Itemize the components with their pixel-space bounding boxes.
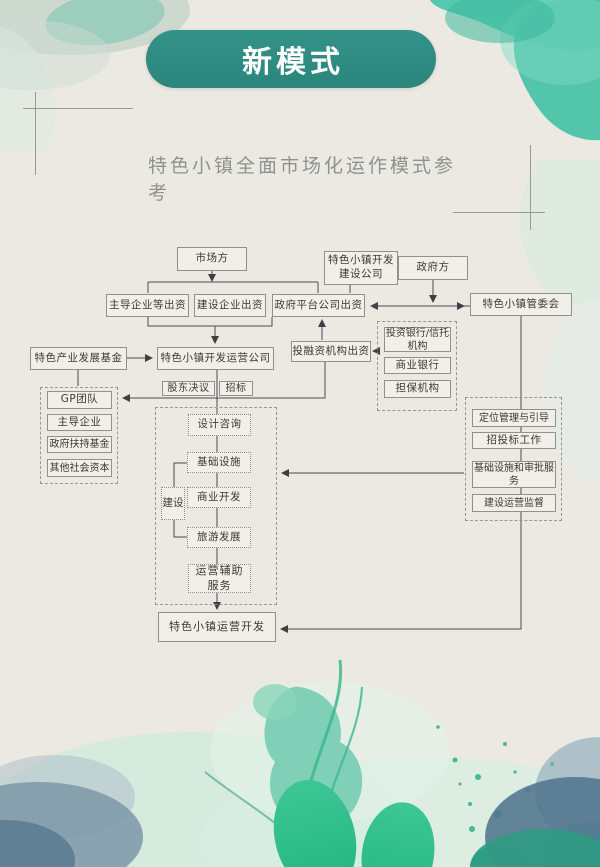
register-mark-topleft-h bbox=[23, 108, 133, 109]
flow-box-gov-platform-funding: 政府平台公司出资 bbox=[272, 294, 365, 317]
flow-box-construction-label: 建设 bbox=[161, 487, 185, 520]
flow-box-lead-enterprise-funding: 主导企业等出资 bbox=[106, 294, 189, 317]
flow-box-design-consulting: 设计咨询 bbox=[188, 414, 251, 436]
flow-box-commercial-bank: 商业银行 bbox=[384, 357, 451, 374]
flow-box-bidding: 招标 bbox=[219, 381, 253, 396]
flow-box-guarantee-institution: 担保机构 bbox=[384, 380, 451, 398]
page-subtitle: 特色小镇全面市场化运作模式参考 bbox=[148, 155, 457, 204]
flow-box-infrastructure: 基础设施 bbox=[187, 452, 251, 473]
flow-box-tender-work: 招投标工作 bbox=[472, 432, 556, 449]
flow-box-market: 市场方 bbox=[177, 247, 247, 271]
flow-box-town-committee: 特色小镇管委会 bbox=[470, 293, 572, 316]
group-fund-partners bbox=[40, 387, 118, 484]
flow-box-town-operation-dev: 特色小镇运营开发 bbox=[158, 612, 276, 642]
flow-box-tourism-dev: 旅游发展 bbox=[187, 527, 251, 548]
flow-box-government: 政府方 bbox=[398, 256, 468, 280]
flow-box-other-social-capital: 其他社会资本 bbox=[47, 459, 112, 477]
flow-box-commercial-dev: 商业开发 bbox=[187, 487, 251, 508]
flow-box-construction-operation-supervision: 建设运营监督 bbox=[472, 494, 556, 512]
flow-box-investment-bank-trust: 投资银行/信托机构 bbox=[384, 327, 451, 352]
flow-box-gov-support-fund: 政府扶持基金 bbox=[47, 436, 112, 453]
flow-box-lead-enterprise: 主导企业 bbox=[47, 414, 112, 431]
flow-box-positioning-mgmt: 定位管理与引导 bbox=[472, 409, 556, 427]
flow-box-construction-enterprise-funding: 建设企业出资 bbox=[194, 294, 266, 317]
flow-box-gp-team: GP团队 bbox=[47, 391, 112, 409]
flow-box-shareholder-resolution: 股东决议 bbox=[162, 381, 215, 396]
register-mark-right-h bbox=[453, 212, 545, 213]
flow-box-industry-fund: 特色产业发展基金 bbox=[30, 347, 127, 370]
title-banner: 新模式 bbox=[146, 30, 436, 88]
flow-box-dev-operation-co: 特色小镇开发运营公司 bbox=[157, 347, 274, 370]
page-title: 新模式 bbox=[242, 45, 344, 80]
flow-box-operation-support: 运营辅助服务 bbox=[188, 564, 251, 593]
group-financing-institutions bbox=[377, 321, 457, 411]
flow-box-infra-approval-services: 基础设施和审批服务 bbox=[472, 461, 556, 488]
flow-box-financing-institution-funding: 投融资机构出资 bbox=[291, 341, 371, 362]
flow-box-dev-construction-co: 特色小镇开发建设公司 bbox=[324, 251, 398, 285]
